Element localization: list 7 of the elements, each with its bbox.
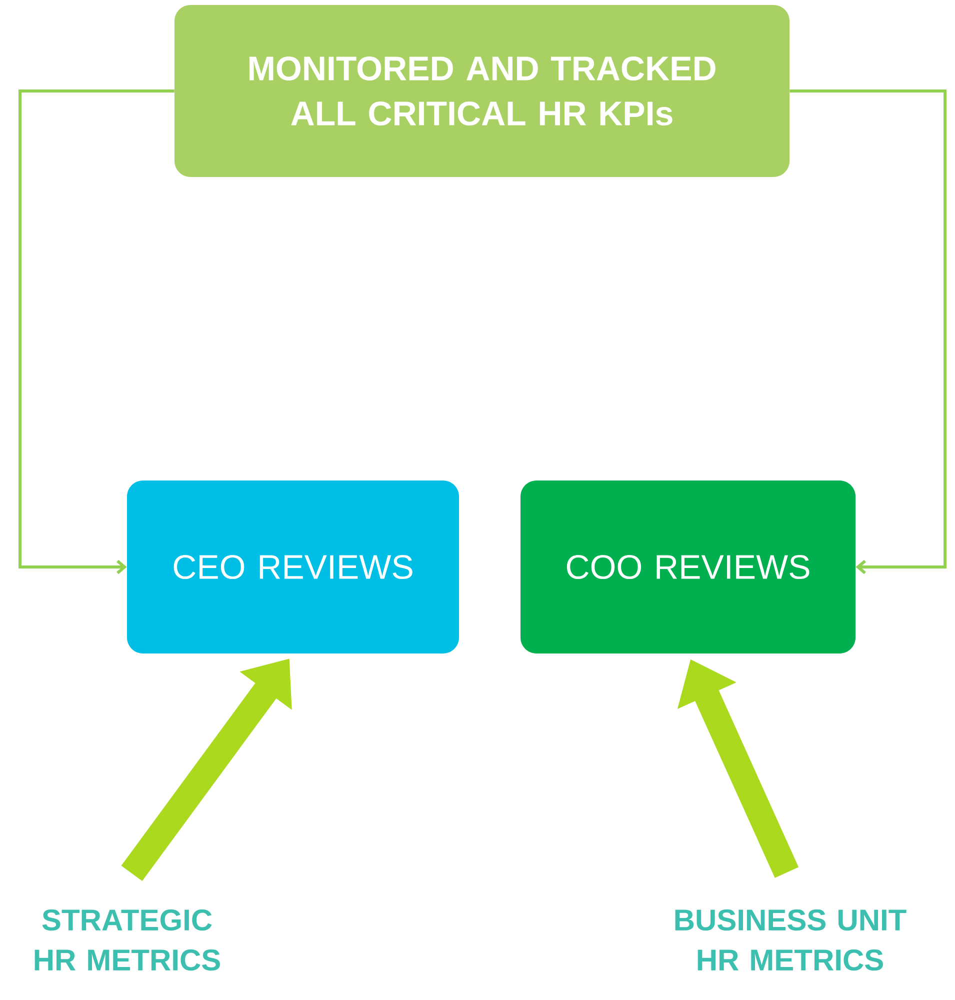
source-label: STRATEGIC HR METRICS: [34, 909, 220, 971]
process-box: COO REVIEWS: [520, 480, 856, 654]
process-box: MONITORED AND TRACKED ALL CRITICAL HR KPIs: [174, 5, 790, 177]
connector-arrow: [790, 90, 947, 574]
source-label: BUSINESS UNIT HR METRICS: [675, 909, 906, 971]
connector-arrow: [18, 90, 174, 574]
process-box: CEO REVIEWS: [127, 480, 459, 654]
